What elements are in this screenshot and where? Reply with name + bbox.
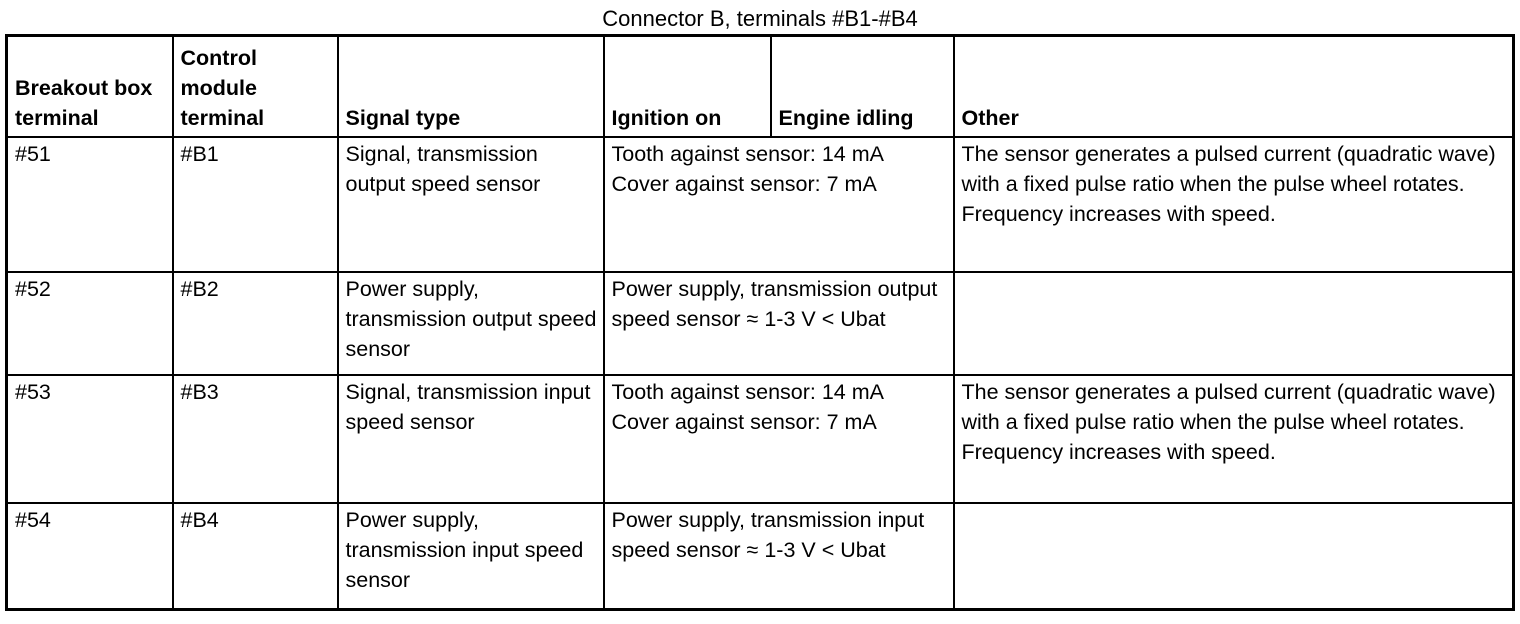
table-header-row: Breakout box terminal Control module ter… — [5, 34, 1515, 138]
cell-breakout-terminal: #54 — [5, 501, 174, 611]
table-row: #54 #B4 Power supply, transmission input… — [5, 501, 1515, 611]
table-row: #52 #B2 Power supply, transmission outpu… — [5, 270, 1515, 376]
cell-other — [952, 501, 1515, 611]
cell-other — [952, 270, 1515, 376]
cell-module-terminal: #B4 — [171, 501, 339, 611]
document-title: Connector B, terminals #B1-#B4 — [602, 6, 918, 31]
header-ignition-on: Ignition on — [602, 34, 772, 138]
table-row: #51 #B1 Signal, transmission output spee… — [5, 135, 1515, 273]
cell-signal-type: Signal, transmission output speed sensor — [336, 135, 605, 273]
cell-measurement: Power supply, transmission output speed … — [602, 270, 955, 376]
cell-breakout-terminal: #53 — [5, 373, 174, 504]
header-signal-type: Signal type — [336, 34, 605, 138]
table-row: #53 #B3 Signal, transmission input speed… — [5, 373, 1515, 504]
header-breakout-box-terminal: Breakout box terminal — [5, 34, 174, 138]
cell-measurement: Tooth against sensor: 14 mA Cover agains… — [602, 373, 955, 504]
cell-breakout-terminal: #52 — [5, 270, 174, 376]
header-control-module-terminal: Control module terminal — [171, 34, 339, 138]
header-engine-idling: Engine idling — [769, 34, 955, 138]
cell-measurement: Power supply, transmission input speed s… — [602, 501, 955, 611]
cell-measurement: Tooth against sensor: 14 mA Cover agains… — [602, 135, 955, 273]
cell-breakout-terminal: #51 — [5, 135, 174, 273]
cell-other: The sensor generates a pulsed current (q… — [952, 135, 1515, 273]
header-other: Other — [952, 34, 1515, 138]
terminals-table: Breakout box terminal Control module ter… — [5, 34, 1515, 611]
cell-module-terminal: #B1 — [171, 135, 339, 273]
cell-module-terminal: #B2 — [171, 270, 339, 376]
cell-module-terminal: #B3 — [171, 373, 339, 504]
cell-signal-type: Power supply, transmission output speed … — [336, 270, 605, 376]
cell-other: The sensor generates a pulsed current (q… — [952, 373, 1515, 504]
cell-signal-type: Power supply, transmission input speed s… — [336, 501, 605, 611]
cell-signal-type: Signal, transmission input speed sensor — [336, 373, 605, 504]
